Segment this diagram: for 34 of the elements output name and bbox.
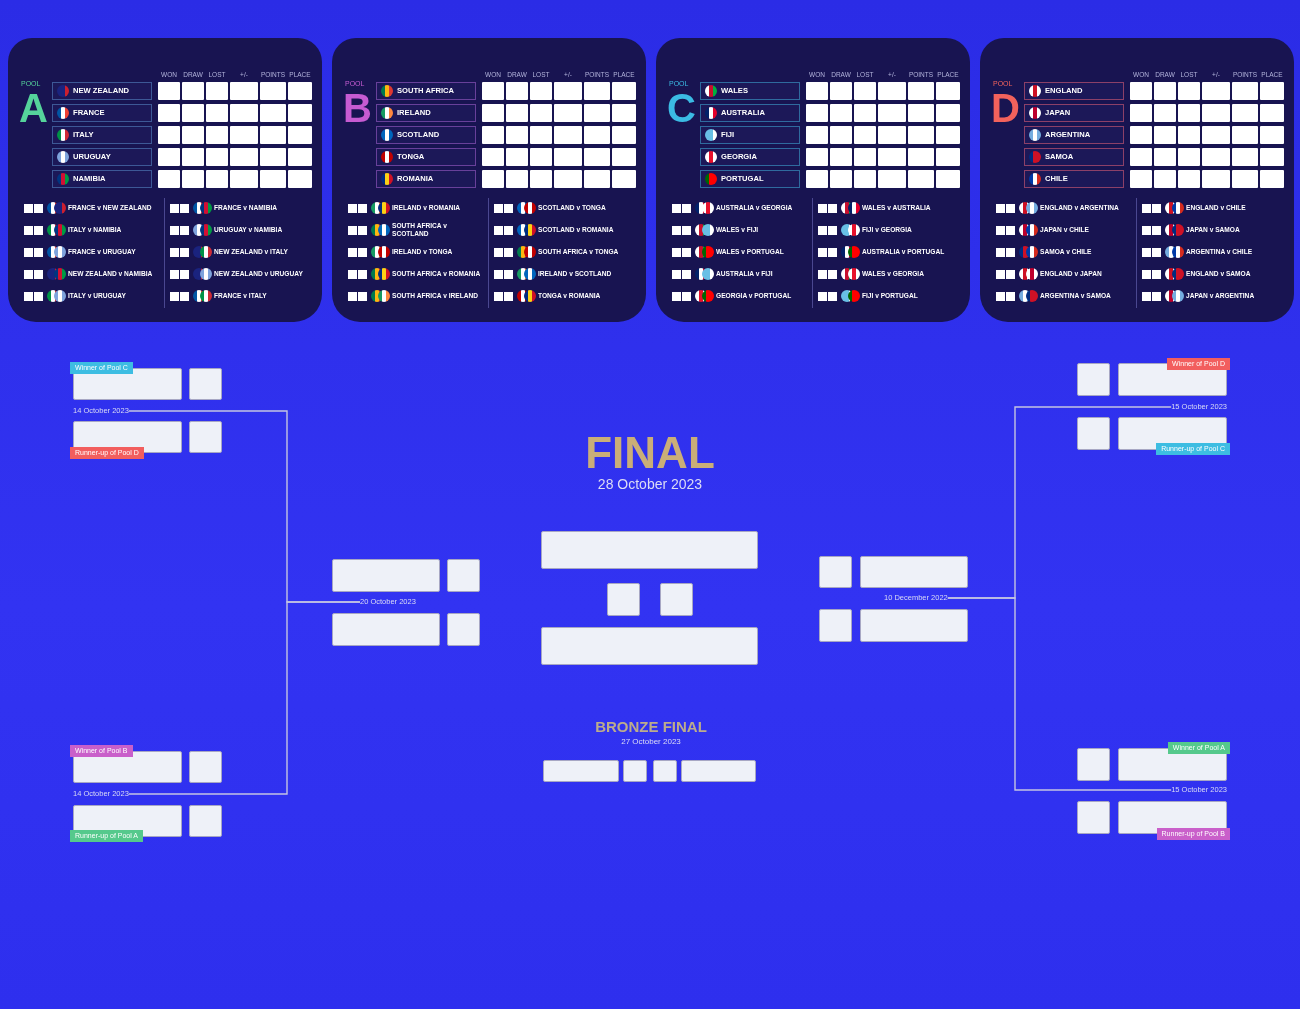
pool-panel	[980, 38, 1294, 322]
team-entry	[52, 104, 152, 122]
bracket-line	[128, 601, 361, 795]
team-entry	[52, 126, 152, 144]
team-entry	[52, 148, 152, 166]
final-heading: FINAL	[585, 427, 715, 478]
team-entry	[1024, 170, 1124, 188]
match-date: 28 October 2023	[597, 476, 703, 492]
pool-letter: B	[343, 90, 372, 126]
team-entry	[52, 170, 152, 188]
team-entry	[1024, 104, 1124, 122]
team-entry	[1024, 126, 1124, 144]
team-entry	[700, 82, 800, 100]
team-entry	[376, 82, 476, 100]
team-entry	[700, 148, 800, 166]
pool-letter: C	[667, 90, 696, 126]
team-entry	[1024, 82, 1124, 100]
team-entry	[376, 126, 476, 144]
team-entry	[376, 148, 476, 166]
team-entry	[700, 170, 800, 188]
bronze-final-heading: BRONZE FINAL	[595, 718, 707, 735]
team-entry	[1024, 148, 1124, 166]
pool-panel	[332, 38, 646, 322]
pool-letter: D	[991, 90, 1020, 126]
match-date: 27 October 2023	[621, 737, 681, 746]
pool-panel	[656, 38, 970, 322]
team-entry	[52, 82, 152, 100]
team-entry	[700, 104, 800, 122]
pool-panel	[8, 38, 322, 322]
team-entry	[700, 126, 800, 144]
team-entry	[376, 104, 476, 122]
bracket-line	[947, 597, 1172, 791]
pool-letter: A	[19, 90, 48, 126]
team-entry	[376, 170, 476, 188]
